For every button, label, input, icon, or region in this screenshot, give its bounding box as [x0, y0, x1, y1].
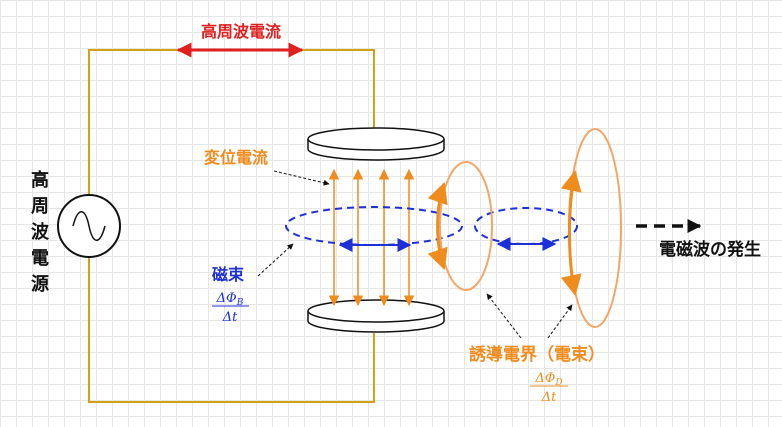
magnetic-subscript: B [236, 298, 244, 308]
bottom-plate [307, 299, 445, 333]
electric-field-loop-1 [427, 161, 493, 291]
ac-source [57, 194, 121, 258]
pointer-lines [257, 170, 573, 339]
induced-field-label: 誘導電界（電束） [469, 344, 605, 365]
displacement-current-label: 変位電流 [204, 148, 268, 167]
electric-denominator: Δt [541, 390, 557, 405]
electric-numerator: ΔΦ [534, 371, 555, 386]
high-freq-current-label: 高周波電流 [201, 22, 281, 41]
power-source-char-2: 周 [31, 196, 49, 217]
svg-text:ΔΦD: ΔΦD [534, 371, 562, 388]
svg-text:ΔΦB: ΔΦB [216, 291, 244, 308]
electric-field-loop-2 [560, 128, 622, 328]
sine-wave-icon [72, 211, 106, 241]
electric-flux-formula: ΔΦD Δt [530, 371, 568, 405]
displacement-current-arrows [328, 168, 415, 307]
em-wave-label: 電磁波の発生 [659, 239, 761, 260]
electric-subscript: D [554, 378, 562, 388]
power-source-char-4: 電 [31, 248, 49, 269]
power-source-char-5: 源 [31, 273, 49, 295]
power-source-char-1: 高 [31, 169, 49, 191]
magnetic-field-loop-1 [285, 206, 463, 252]
power-source-label: 高 周 波 電 源 [31, 169, 50, 295]
magnetic-field-loop-2 [474, 207, 578, 251]
top-plate [307, 127, 445, 161]
magnetic-numerator: ΔΦ [216, 291, 237, 306]
magnetic-denominator: Δt [222, 310, 238, 325]
circuit-wire [88, 49, 375, 403]
magnetic-flux-formula: ΔΦB Δt [212, 291, 249, 325]
magnetic-flux-label: 磁束 [212, 265, 245, 284]
power-source-char-3: 波 [31, 221, 50, 243]
